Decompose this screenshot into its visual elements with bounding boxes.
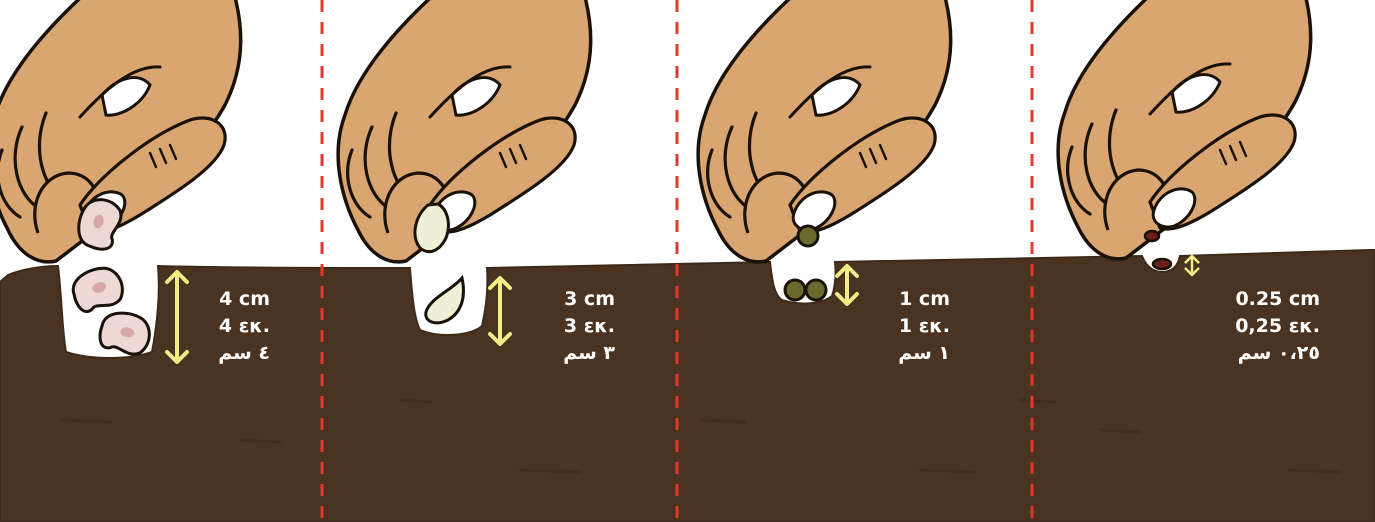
panel-3-label-metric: 1 cm [850, 286, 950, 313]
soil-texture-mark [1020, 400, 1055, 402]
panel-4-label-metric: 0.25 cm [1195, 286, 1320, 313]
panel-4-label-greek: 0,25 εκ. [1195, 313, 1320, 340]
hand-panel-4 [1058, 0, 1311, 259]
pea-seed-planted-2 [806, 280, 826, 300]
small-seed-planted [1153, 259, 1171, 269]
hands-layer [0, 0, 1311, 262]
panel-2-label-metric: 3 cm [515, 286, 615, 313]
soil-texture-mark [1100, 430, 1140, 432]
pea-seed-in-hand [798, 226, 818, 246]
panel-3-label-arabic: ١ سم [850, 340, 950, 367]
panel-4-label-arabic: ٠،٢٥ سم [1195, 340, 1320, 367]
panel-1-label-metric: 4 cm [170, 286, 270, 313]
panel-1-label-arabic: ٤ سم [170, 340, 270, 367]
pea-seed-planted-1 [785, 280, 805, 300]
small-seed-in-hand [1145, 231, 1159, 241]
soil-texture-mark [400, 400, 430, 402]
pumpkin-seed-planted [426, 278, 464, 323]
panel-2-label-arabic: ٣ سم [515, 340, 615, 367]
panel-1-depth-label: 4 cm 4 εκ. ٤ سم [170, 286, 270, 367]
panel-4-depth-label: 0.25 cm 0,25 εκ. ٠،٢٥ سم [1195, 286, 1320, 367]
panel-3-label-greek: 1 εκ. [850, 313, 950, 340]
pumpkin-seed-planted-body [426, 278, 464, 323]
soil-texture-mark [920, 470, 975, 472]
soil-texture-mark [520, 470, 580, 472]
bean-seed-planted [98, 309, 153, 356]
panel-3-depth-label: 1 cm 1 εκ. ١ سم [850, 286, 950, 367]
panel-1-label-greek: 4 εκ. [170, 313, 270, 340]
panel-2-label-greek: 3 εκ. [515, 313, 615, 340]
soil-texture-mark [60, 420, 110, 422]
hand-panel-3 [698, 0, 951, 262]
soil-texture-mark [240, 440, 280, 442]
panel-2-depth-label: 3 cm 3 εκ. ٣ سم [515, 286, 615, 367]
hand-panel-2 [338, 0, 591, 262]
bean-seed-falling [68, 262, 127, 316]
soil-texture-mark [1290, 470, 1340, 472]
soil-texture-mark [700, 420, 745, 422]
